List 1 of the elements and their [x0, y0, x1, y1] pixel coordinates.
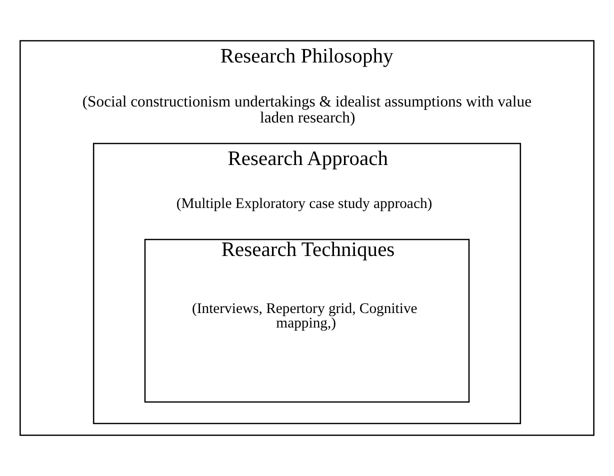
node-box: Research Techniques (Interviews, Repertory grid, Cognitive mapping,) [144, 238, 470, 403]
